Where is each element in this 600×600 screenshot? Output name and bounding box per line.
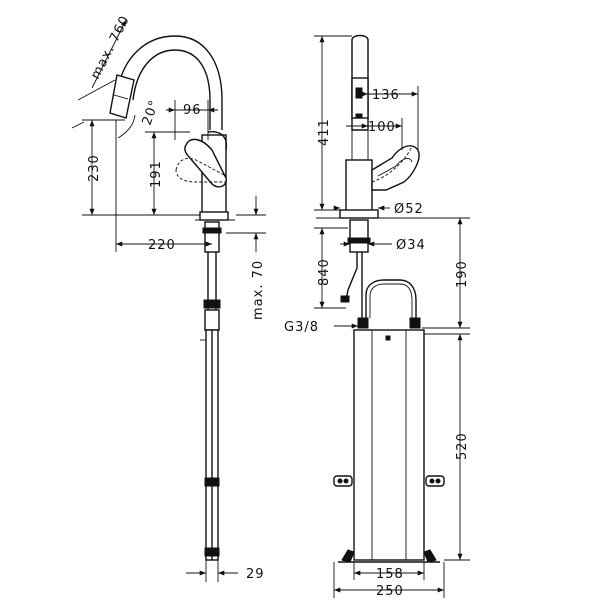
front-shank bbox=[349, 219, 369, 253]
dim-190: 190 bbox=[455, 260, 470, 288]
dim-158: 158 bbox=[376, 567, 404, 582]
dim-191: 191 bbox=[149, 160, 164, 188]
front-view bbox=[316, 34, 470, 563]
side-nut bbox=[202, 227, 222, 234]
side-hose-pipe bbox=[204, 309, 220, 331]
front-weight-box bbox=[353, 329, 425, 561]
front-clip-left bbox=[333, 475, 353, 487]
front-base bbox=[339, 209, 379, 219]
side-shank bbox=[204, 221, 220, 253]
front-lever-dashed bbox=[371, 145, 413, 183]
side-lever-base bbox=[207, 131, 228, 151]
dim-136: 136 bbox=[372, 88, 400, 103]
side-coupler bbox=[203, 299, 221, 309]
dim-angle-20: 20° bbox=[140, 98, 163, 128]
front-hose-left bbox=[345, 252, 358, 301]
dim-100: 100 bbox=[368, 120, 396, 135]
side-lever bbox=[184, 138, 227, 188]
dim-250: 250 bbox=[376, 584, 404, 599]
front-dimensions: 411 136 100 Ø52 Ø34 840 190 G3/8 bbox=[284, 35, 470, 599]
dim-411: 411 bbox=[317, 118, 332, 146]
dim-230: 230 bbox=[87, 154, 102, 182]
dim-dia-34: Ø34 bbox=[396, 238, 426, 253]
front-hose-supply bbox=[365, 279, 417, 318]
dim-520: 520 bbox=[455, 432, 470, 460]
dim-dia-52: Ø52 bbox=[394, 202, 424, 217]
dim-840: 840 bbox=[317, 258, 332, 286]
side-spout-inner bbox=[132, 49, 211, 130]
dim-max-70: max. 70 bbox=[251, 260, 266, 320]
side-base-ring bbox=[199, 211, 229, 221]
side-view bbox=[109, 35, 235, 561]
front-clip-right bbox=[425, 475, 445, 487]
front-body bbox=[345, 159, 373, 213]
dim-g38: G3/8 bbox=[284, 320, 319, 335]
side-spray-head bbox=[109, 74, 135, 119]
dim-220: 220 bbox=[148, 238, 176, 253]
side-spout-outer bbox=[116, 35, 223, 130]
dim-29: 29 bbox=[246, 567, 265, 582]
dim-96: 96 bbox=[183, 103, 202, 118]
side-spray-head-detail bbox=[113, 94, 129, 100]
side-dimensions: max. 760 20° 96 230 191 220 max. 70 bbox=[71, 13, 266, 582]
dim-max-760: max. 760 bbox=[88, 13, 133, 82]
